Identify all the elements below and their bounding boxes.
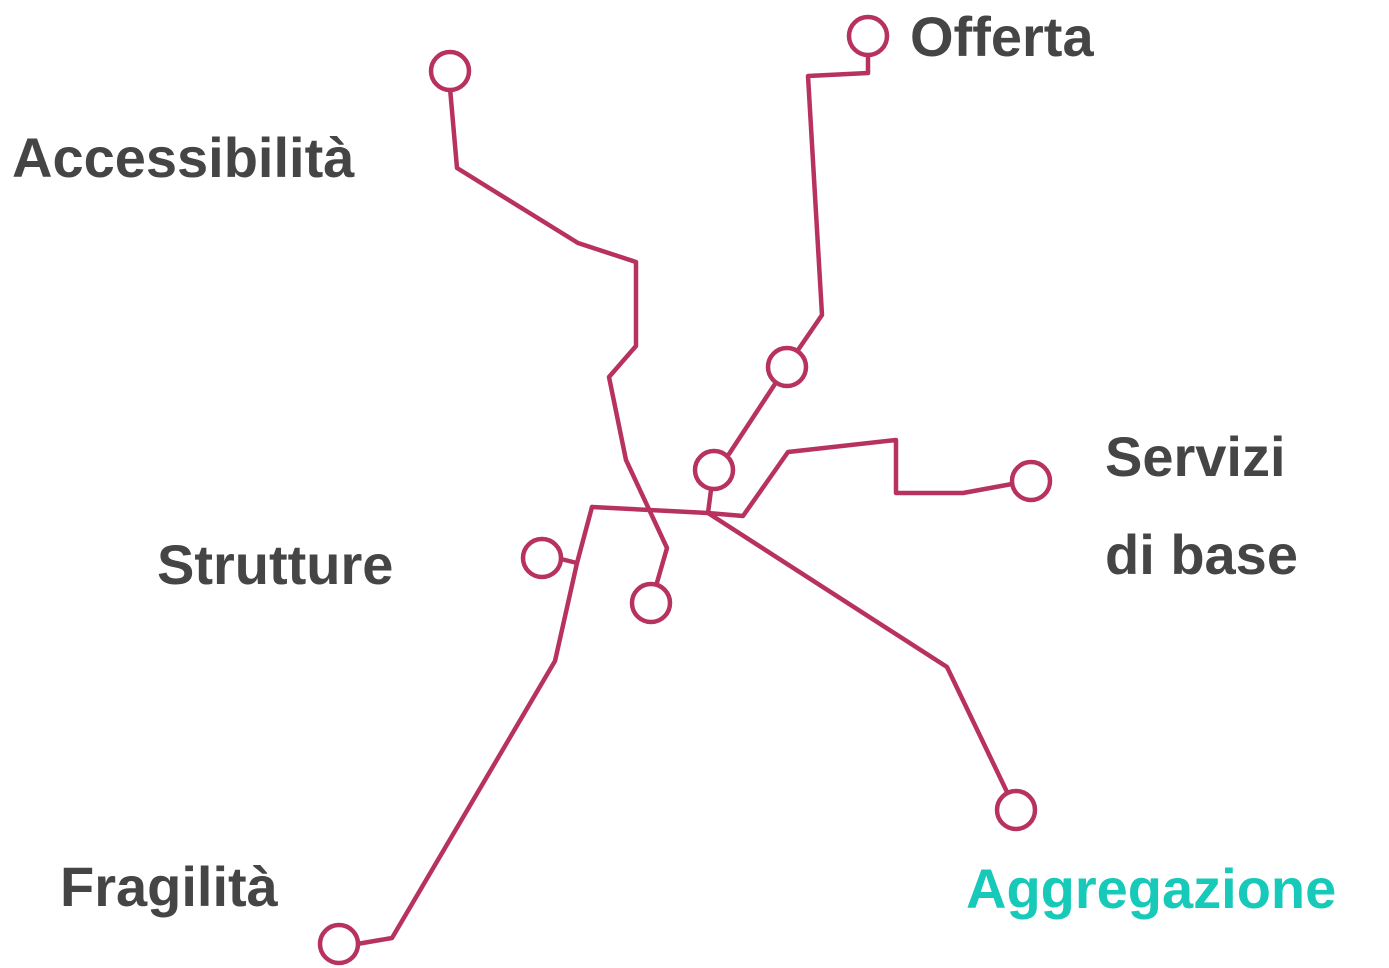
route-hub-stub	[705, 487, 714, 516]
station-accessibilita[interactable]	[428, 49, 472, 93]
label-servizi-di-base[interactable]: Servizi di base	[1105, 408, 1298, 604]
station-offerta[interactable]	[846, 14, 890, 58]
station-accessibilita-end[interactable]	[629, 581, 673, 625]
route-servizi	[589, 437, 1015, 519]
label-strutture[interactable]: Strutture	[157, 533, 394, 596]
label-servizi-line2: di base	[1105, 523, 1298, 586]
route-offerta-lower	[726, 381, 778, 457]
station-hub[interactable]	[692, 448, 736, 492]
station-strutture[interactable]	[520, 536, 564, 580]
route-accessibilita	[447, 85, 670, 589]
label-fragilita[interactable]: Fragilità	[60, 855, 278, 918]
label-aggregazione[interactable]: Aggregazione	[966, 857, 1337, 920]
label-accessibilita[interactable]: Accessibilità	[12, 126, 355, 189]
station-offerta-mid[interactable]	[765, 345, 809, 389]
station-aggregazione[interactable]	[994, 788, 1038, 832]
station-fragilita[interactable]	[317, 922, 361, 966]
route-aggregazione	[705, 510, 1010, 795]
station-servizi[interactable]	[1009, 459, 1053, 503]
label-servizi-line1: Servizi	[1105, 425, 1286, 488]
label-offerta[interactable]: Offerta	[910, 5, 1094, 68]
route-offerta	[795, 52, 871, 353]
route-fragilita	[354, 504, 595, 947]
route-strutture-stub	[558, 556, 580, 566]
